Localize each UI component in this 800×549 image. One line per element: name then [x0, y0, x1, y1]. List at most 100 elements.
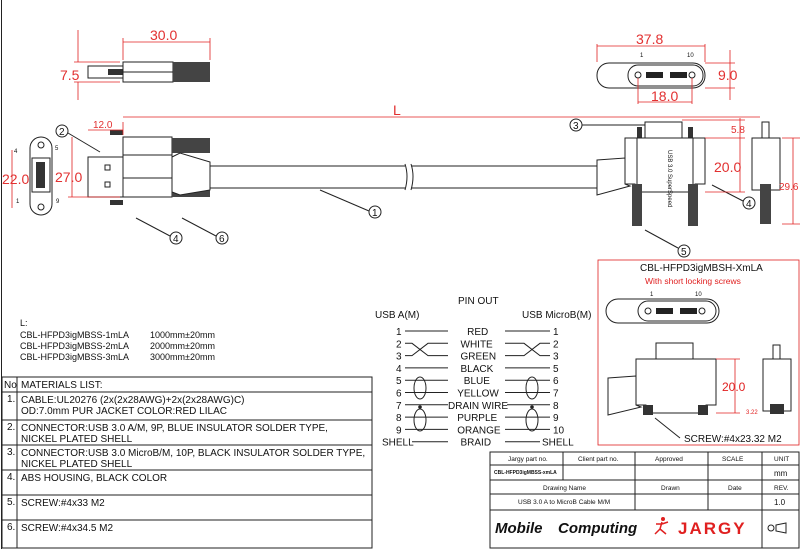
material-no: 1. [7, 394, 15, 405]
wire-color: DRAIN WIRE [448, 401, 508, 412]
wire-color: PURPLE [457, 413, 497, 424]
pin-b: 8 [553, 401, 559, 412]
unit-label: UNIT [774, 456, 789, 463]
length-value: 1000mm±20mm [150, 330, 215, 340]
material-desc: ABS HOUSING, BLACK COLOR [21, 473, 167, 484]
microb-connector: USB 3.0 SuperSpeed 5.8 20.0 29.6 [596, 118, 800, 226]
microb-pin-1: 1 [640, 53, 644, 59]
dim-30: 30.0 [150, 27, 177, 43]
unit-value: mm [774, 469, 788, 478]
material-desc-2: OD:7.0mm PUR JACKET COLOR:RED LILAC [21, 406, 227, 417]
callout-5: 5 [681, 247, 687, 258]
rev-value: 1.0 [774, 498, 786, 507]
runner-logo-icon [654, 517, 669, 535]
dim-12: 12.0 [93, 120, 113, 131]
drawing-name: USB 3.0 A to MicroB Cable M/M [518, 499, 610, 506]
length-part: CBL-HFPD3igMBSS-3mLA [20, 352, 129, 362]
pin-b: 9 [553, 413, 559, 424]
pinout-title: PIN OUT [458, 296, 499, 307]
materials-row: 3.CONNECTOR:USB 3.0 MicroB/M, 10P, BLACK… [7, 447, 365, 470]
pin-4-label: 4 [14, 149, 18, 155]
wire-color: BLACK [461, 364, 494, 375]
pin-b: 6 [553, 376, 559, 387]
dim-5-8: 5.8 [731, 125, 745, 136]
drawing-name-label: Drawing Name [543, 485, 586, 492]
wire-color: YELLOW [457, 389, 499, 400]
pin-b: 3 [553, 352, 559, 363]
length-part: CBL-HFPD3igMBSS-1mLA [20, 330, 129, 340]
usb-a-connector: L 12.0 27.0 [55, 102, 760, 205]
material-no: 2. [7, 422, 15, 433]
materials-table: No MATERIALS LIST: 1. CABLE:UL20276 (2x(2x2… [1, 376, 373, 549]
length-value: 3000mm±20mm [150, 352, 215, 362]
pinout-row: 5 BLUE 6 [396, 376, 559, 387]
jargy-part-label: Jargy part no. [508, 456, 548, 463]
jargy-part: CBL-HFPD3igMBSS-xmLA [494, 470, 557, 476]
callout-1: 1 [372, 208, 378, 219]
pin-b: 5 [553, 364, 559, 375]
dim-L: L [393, 102, 401, 118]
materials-no-header: No [4, 380, 17, 391]
length-value: 2000mm±20mm [150, 341, 215, 351]
materials-header: MATERIALS LIST: [21, 380, 103, 391]
pinout-row: 7 DRAIN WIRE 8 [396, 401, 559, 412]
pin-b: 1 [553, 327, 559, 338]
pin-b: 2 [553, 339, 559, 350]
pin-a: 4 [396, 364, 402, 375]
material-desc: CABLE:UL20276 (2x(2x28AWG)+2x(2x28AWG)C) [21, 395, 245, 406]
pin-a: 6 [396, 389, 402, 400]
date-label: Date [728, 485, 742, 492]
pinout-row: 8 PURPLE 9 [396, 413, 559, 424]
length-list: L: CBL-HFPD3igMBSS-1mLA 1000mm±20mm CBL-… [20, 318, 215, 362]
material-no: 4. [7, 472, 15, 483]
material-desc: SCREW:#4x33 M2 [21, 498, 105, 509]
callout-4-left: 4 [173, 234, 179, 245]
title-block: Jargy part no. Client part no. Approved … [489, 451, 800, 549]
pin-a: 7 [396, 401, 402, 412]
pin-b: 10 [553, 425, 565, 436]
callouts: 2 1 3 4 6 4 5 [55, 118, 756, 258]
variant-pin-1: 1 [650, 292, 654, 298]
wire-color: ORANGE [457, 425, 501, 436]
wire-color: WHITE [461, 339, 494, 350]
housing-label: USB 3.0 SuperSpeed [666, 150, 672, 207]
rev-label: REV. [774, 485, 789, 492]
material-no: 5. [7, 497, 15, 508]
scale-label: SCALE [722, 456, 744, 463]
callout-2: 2 [59, 127, 65, 138]
client-part-label: Client part no. [578, 456, 619, 463]
dim-29-6: 29.6 [779, 182, 799, 193]
pinout-row: 4 BLACK 5 [396, 364, 559, 375]
pinout-right-header: USB MicroB(M) [522, 310, 591, 321]
dim-18: 18.0 [651, 88, 678, 104]
dim-37-8: 37.8 [636, 31, 663, 47]
length-title: L: [20, 318, 28, 328]
dim-22: 22.0 [2, 171, 29, 187]
pinout-left-header: USB A(M) [375, 310, 419, 321]
dim-27: 27.0 [55, 169, 82, 185]
material-desc-2: NICKEL PLATED SHELL [21, 459, 133, 470]
dim-7-5: 7.5 [60, 67, 80, 83]
pin-9-label: 9 [56, 199, 60, 205]
microb-top-view: 1 10 37.8 9.0 18.0 [596, 31, 738, 104]
materials-row: 6.SCREW:#4x34.5 M2 [7, 522, 114, 534]
pin-a: 8 [396, 413, 402, 424]
wire-color: GREEN [461, 352, 497, 363]
callout-3: 3 [573, 121, 579, 132]
callout-4-right: 4 [746, 199, 752, 210]
materials-row: 1. CABLE:UL20276 (2x(2x28AWG)+2x(2x28AWG)… [7, 394, 245, 417]
pin-b: SHELL [542, 438, 574, 449]
material-no: 6. [7, 522, 15, 533]
variant-pin-10: 10 [695, 292, 702, 298]
short-screw-variant: CBL-HFPD3igMBSH-XmLA With short locking … [597, 259, 800, 446]
variant-screw: SCREW:#4x23.32 M2 [684, 434, 782, 445]
materials-row: 4. ABS HOUSING, BLACK COLOR [7, 472, 167, 484]
wire-color: BLUE [464, 376, 490, 387]
pin-a: 5 [396, 376, 402, 387]
